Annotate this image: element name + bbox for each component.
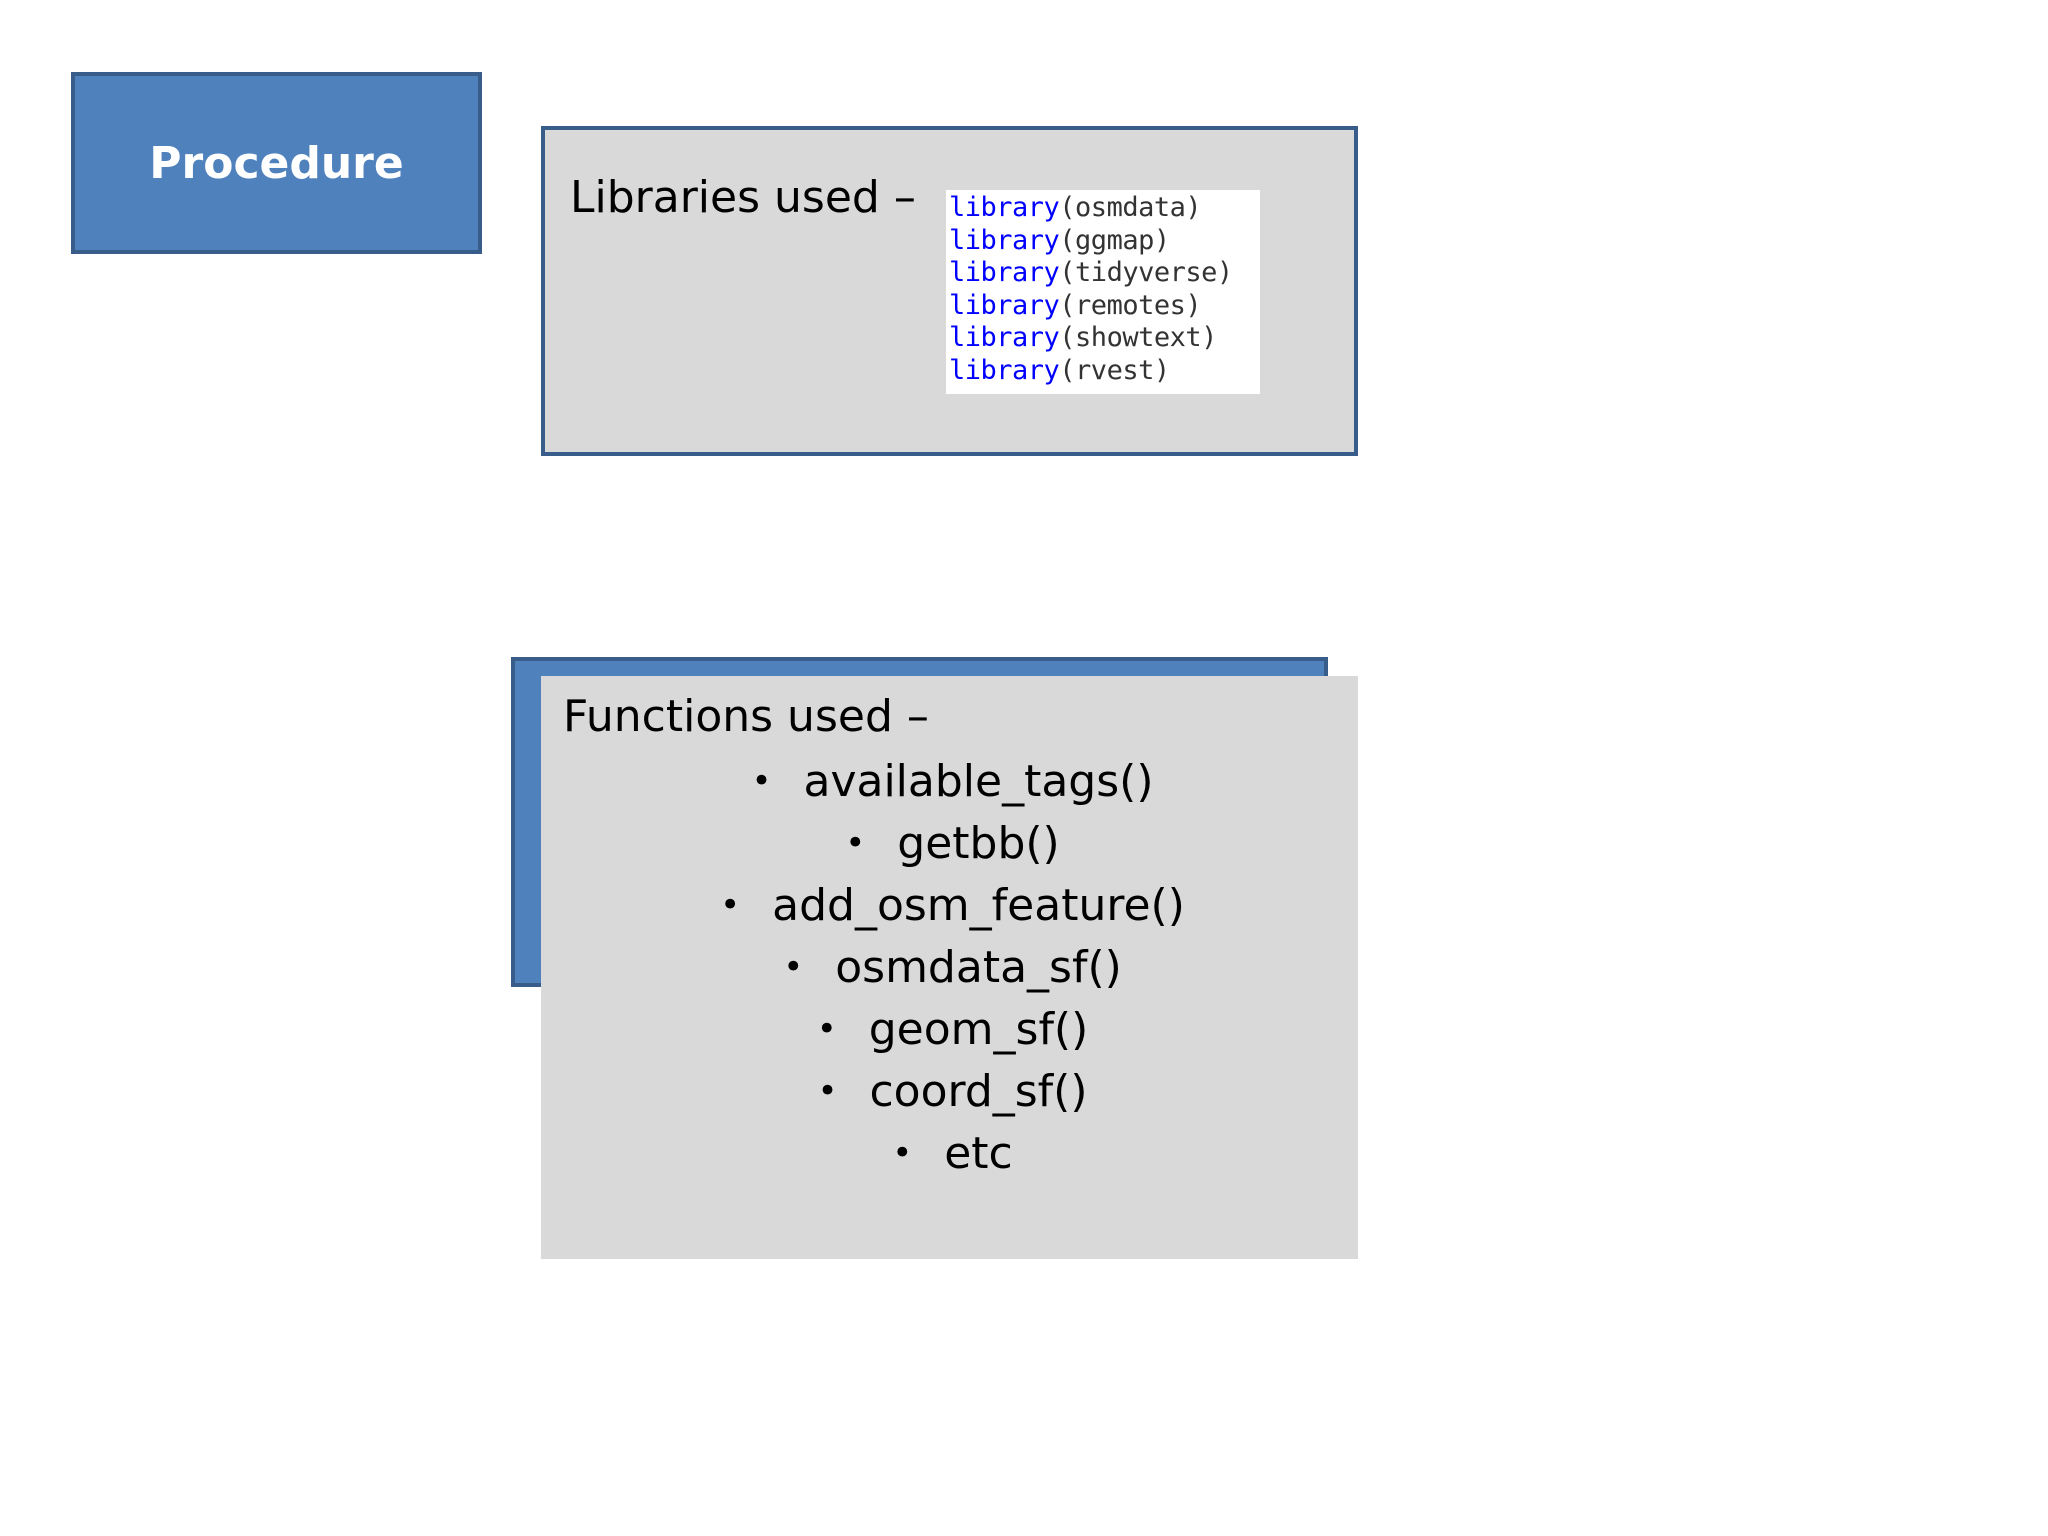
code-line: library(osmdata) [949, 192, 1260, 225]
code-argument: (showtext) [1059, 322, 1217, 353]
bullet-icon: • [783, 947, 804, 987]
libraries-panel: Libraries used – library(osmdata) librar… [541, 126, 1358, 456]
bullet-icon: • [816, 1009, 837, 1049]
functions-panel: Functions used – • available_tags() • getb… [541, 676, 1358, 1259]
list-item: • geom_sf() [541, 998, 1358, 1060]
function-name: available_tags() [803, 755, 1154, 807]
functions-title: Functions used – [563, 691, 929, 742]
list-item: • available_tags() [541, 750, 1358, 812]
function-name: etc [944, 1127, 1013, 1179]
list-item: • getbb() [541, 812, 1358, 874]
bullet-icon: • [720, 885, 741, 925]
functions-list: • available_tags() • getbb() • add_osm_feat… [541, 750, 1358, 1184]
list-item: • coord_sf() [541, 1060, 1358, 1122]
code-line: library(ggmap) [949, 225, 1260, 258]
list-item: • etc [541, 1122, 1358, 1184]
code-argument: (rvest) [1059, 354, 1170, 386]
function-name: getbb() [897, 817, 1060, 869]
code-keyword: library [949, 192, 1060, 223]
bullet-icon: • [817, 1071, 838, 1111]
procedure-title-box: Procedure [71, 72, 482, 254]
procedure-title: Procedure [149, 137, 404, 189]
function-name: add_osm_feature() [772, 879, 1185, 931]
code-keyword: library [949, 354, 1060, 386]
code-keyword: library [949, 257, 1060, 288]
code-argument: (osmdata) [1059, 192, 1202, 223]
code-line: library(rvest) [949, 355, 1260, 388]
code-argument: (tidyverse) [1059, 257, 1233, 288]
bullet-icon: • [845, 823, 866, 863]
code-line: library(tidyverse) [949, 257, 1260, 290]
bullet-icon: • [751, 761, 772, 801]
function-name: coord_sf() [869, 1065, 1088, 1117]
code-argument: (remotes) [1059, 289, 1202, 321]
function-name: geom_sf() [868, 1003, 1089, 1055]
libraries-title: Libraries used – [570, 172, 916, 223]
code-keyword: library [949, 224, 1060, 256]
code-keyword: library [949, 322, 1060, 353]
list-item: • osmdata_sf() [541, 936, 1358, 998]
code-line: library(showtext) [949, 322, 1260, 355]
code-line: library(remotes) [949, 290, 1260, 323]
bullet-icon: • [892, 1133, 913, 1173]
libraries-code-block: library(osmdata) library(ggmap) library(… [946, 190, 1260, 394]
list-item: • add_osm_feature() [541, 874, 1358, 936]
code-keyword: library [949, 289, 1060, 321]
code-argument: (ggmap) [1059, 224, 1170, 256]
function-name: osmdata_sf() [835, 941, 1122, 993]
